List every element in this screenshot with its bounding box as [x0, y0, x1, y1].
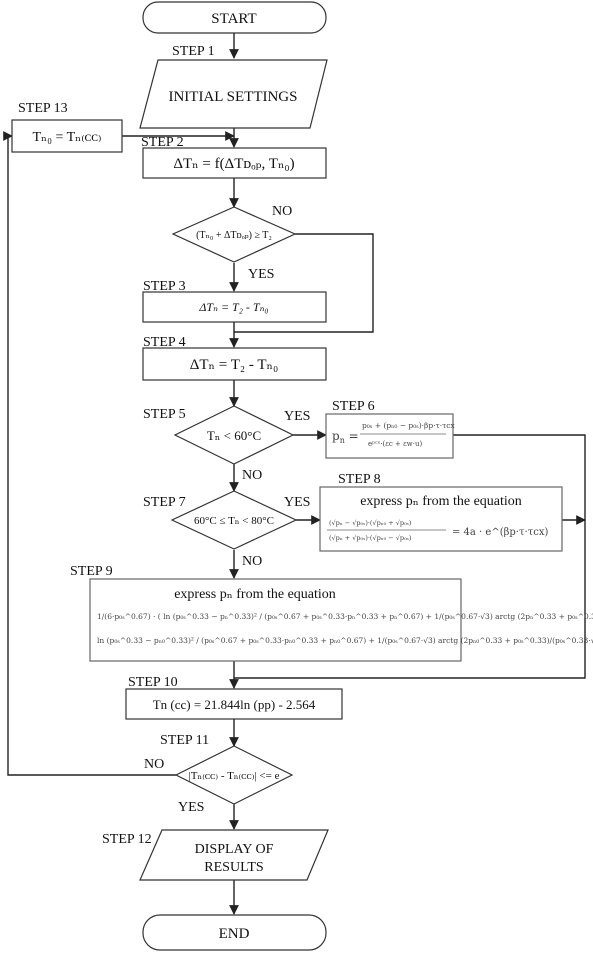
connectors: [3, 33, 586, 915]
display-results-line2: RESULTS: [204, 860, 263, 875]
start-terminal: START: [142, 1, 327, 34]
step1-label: STEP 1: [172, 44, 215, 59]
decision-1: (Tₙ₀ + ΔTᴅₒₚ) ≥ T₂: [171, 206, 297, 263]
step-labels: STEP 1 STEP 2 STEP 3 STEP 4 STEP 5 STEP …: [18, 44, 381, 847]
end-label: END: [219, 926, 250, 942]
initial-settings-label: INITIAL SETTINGS: [168, 89, 297, 105]
step9-title: express pₙ from the equation: [174, 587, 336, 602]
decision1-yes-label: YES: [248, 267, 274, 282]
step12-display-results: DISPLAY OF RESULTS: [139, 829, 329, 881]
decision-5: Tₙ < 60°C: [173, 405, 295, 465]
step8-numerator: (√pₙ − √p₀ₛ)·(√pₙ₀ + √p₀ₛ): [329, 519, 412, 527]
step6-numerator: p₀ₛ + (pₙ₀ − p₀ₛ)·βp·τ·τcx: [362, 421, 455, 430]
step2-delta-function: ΔTₙ = f(ΔTᴅₒₚ, Tₙ₀): [142, 147, 327, 179]
step3-box: ΔTₙ = T₂ - Tₙ₀: [142, 291, 327, 323]
decision11-no-label: NO: [144, 757, 164, 772]
step2-label: STEP 2: [141, 135, 184, 150]
line-step6-return: [234, 434, 586, 679]
step13-label: STEP 13: [18, 101, 68, 116]
decision11-yes-label: YES: [178, 800, 204, 815]
step12-label: STEP 12: [102, 832, 152, 847]
display-results-line1: DISPLAY OF: [195, 842, 274, 857]
start-label: START: [211, 11, 256, 27]
step5-label: STEP 5: [143, 407, 186, 422]
step10-box: Tn (cc) = 21.844ln (pp) - 2.564: [125, 688, 343, 720]
step9-formula-line2: ln (p₀ₛ^0.33 − pₙ₀^0.33)² / (p₀ₛ^0.67 + …: [97, 636, 593, 645]
decision-11: |Tₙ₍ᴄᴄ₎ - Tₙ₍ᴄᴄ₎| <= e: [174, 745, 294, 805]
step4-label: STEP 4: [143, 335, 186, 350]
step13-tn0-update: Tₙ₀ = Tₙ₍ᴄᴄ₎: [11, 119, 123, 153]
step4-formula: ΔTₙ = T₂ - Tₙ₀: [190, 357, 278, 373]
step9-formula-box: express pₙ from the equation 1/(6·p₀ₛ^0.…: [89, 578, 593, 662]
step7-label: STEP 7: [143, 495, 186, 510]
step6-label: STEP 6: [332, 399, 375, 414]
decision-7: 60°C ≤ Tₙ < 80°C: [170, 490, 298, 550]
step8-denominator: (√pₙ + √p₀ₛ)·(√pₙ₀ − √p₀ₛ): [329, 534, 412, 542]
decision-11-label: |Tₙ₍ᴄᴄ₎ - Tₙ₍ᴄᴄ₎| <= e: [189, 770, 280, 782]
decision1-no-label: NO: [272, 204, 292, 219]
decision-5-label: Tₙ < 60°C: [207, 428, 261, 443]
step8-title: express pₙ from the equation: [360, 494, 522, 509]
decision-1-label: (Tₙ₀ + ΔTᴅₒₚ) ≥ T₂: [196, 230, 272, 241]
step9-label: STEP 9: [70, 564, 113, 579]
line-decision1-no: [234, 233, 374, 333]
step1-initial-settings: INITIAL SETTINGS: [139, 59, 328, 129]
step10-formula: Tn (cc) = 21.844ln (pp) - 2.564: [153, 697, 316, 712]
step10-label: STEP 10: [128, 675, 178, 690]
step6-formula-box: pn = p₀ₛ + (pₙ₀ − p₀ₛ)·βp·τ·τcx eᵖᶜˣ·(εc…: [325, 413, 455, 459]
step3-formula: ΔTₙ = T₂ - Tₙ₀: [198, 300, 268, 314]
decision5-no-label: NO: [242, 468, 262, 483]
branch-labels: NO YES YES NO YES NO NO YES: [144, 204, 310, 815]
end-terminal: END: [142, 914, 327, 951]
step6-denominator: eᵖᶜˣ·(εc + εw·u): [368, 440, 423, 448]
step8-label: STEP 8: [338, 472, 381, 487]
step8-formula-box: express pₙ from the equation (√pₙ − √p₀ₛ…: [319, 486, 563, 552]
step8-rhs: = 4a · e^(βp·τ·τcx): [452, 527, 548, 538]
delta-function-label: ΔTₙ = f(ΔTᴅₒₚ, Tₙ₀): [173, 156, 294, 172]
decision-7-label: 60°C ≤ Tₙ < 80°C: [194, 515, 274, 527]
step6-formula-p: pn =: [332, 429, 359, 445]
decision7-no-label: NO: [242, 554, 262, 569]
step9-formula-line1: 1/(6·p₀ₛ^0.67) · ( ln (p₀ₛ^0.33 − pₙ^0.3…: [97, 612, 593, 621]
step3-label: STEP 3: [143, 279, 186, 294]
decision5-yes-label: YES: [284, 409, 310, 424]
step4-box: ΔTₙ = T₂ - Tₙ₀: [142, 347, 327, 381]
step11-label: STEP 11: [160, 733, 209, 748]
decision7-yes-label: YES: [284, 495, 310, 510]
tn0-update-label: Tₙ₀ = Tₙ₍ᴄᴄ₎: [32, 130, 101, 145]
line-decision11-no-loop: [3, 131, 176, 776]
